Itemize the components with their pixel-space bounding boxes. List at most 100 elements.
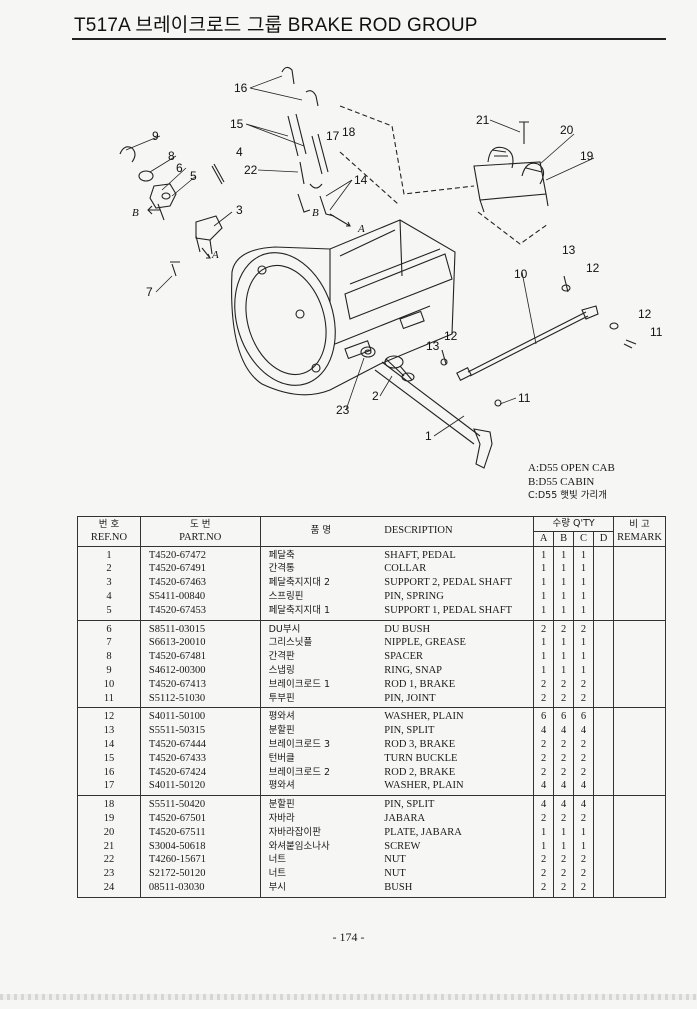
brake-rod-exploded-diagram: 1 2 3 4 5 6 7 8 9 10 11 11 12 12 12 13 1… <box>119 66 663 469</box>
cell-desc: WASHER, PLAIN <box>381 779 535 797</box>
cell-c: 1 <box>573 589 595 604</box>
cell-b: 1 <box>553 825 575 840</box>
cell-remark <box>613 589 666 604</box>
callout-17: 17 <box>326 129 340 143</box>
cell-remark <box>613 867 666 881</box>
cell-a: 4 <box>533 724 555 738</box>
cell-c: 2 <box>573 867 595 881</box>
cell-c: 2 <box>573 880 595 898</box>
cell-desc: COLLAR <box>381 562 535 577</box>
cell-remark <box>613 562 666 577</box>
cell-part: S5511-50315 <box>140 724 261 738</box>
cell-b: 1 <box>553 650 575 664</box>
cell-part: T4520-67491 <box>140 562 261 577</box>
th-part-kr: 도 번 <box>189 518 211 530</box>
th-desc: DESCRIPTION <box>381 516 535 547</box>
th-qty-c: C <box>573 530 595 547</box>
cell-remark <box>613 751 666 766</box>
cell-remark <box>613 839 666 854</box>
cell-name: 자바라 <box>268 812 295 824</box>
cell-part: S8511-03015 <box>140 620 261 637</box>
callout-11b: 11 <box>650 325 663 339</box>
cell-part: 08511-03030 <box>140 880 261 898</box>
cell-d <box>593 562 615 577</box>
cell-name: 스냅링 <box>268 664 295 676</box>
cell-a: 1 <box>533 825 555 840</box>
page-number: - 174 - <box>332 930 365 944</box>
title-rule <box>72 38 666 40</box>
header-row-1: 번 호 REF.NO 도 번 PART.NO 품 명 DESCRIPTION 수… <box>77 516 666 547</box>
callout-11a: 11 <box>518 391 531 405</box>
th-qty: 수량 Q'TY <box>533 516 615 532</box>
callout-23: 23 <box>336 403 350 417</box>
cell-part: T4520-67444 <box>140 737 261 752</box>
cell-ref: 10 <box>77 677 141 692</box>
cell-c: 2 <box>573 811 595 826</box>
cell-part: S4011-50120 <box>140 779 261 797</box>
cell-d <box>593 677 615 692</box>
th-remark-kr: 비 고 <box>629 518 650 530</box>
callout-7: 7 <box>146 285 153 299</box>
th-qty-a: A <box>533 530 555 547</box>
cell-d <box>593 853 615 868</box>
cell-ref: 21 <box>77 839 141 854</box>
cell-name: 분할핀 <box>268 725 295 737</box>
cell-a: 1 <box>533 839 555 854</box>
cell-c: 1 <box>573 650 595 664</box>
callout-21: 21 <box>476 113 490 127</box>
cell-part: S4011-50100 <box>140 707 261 725</box>
cell-c: 6 <box>573 707 595 725</box>
cell-remark <box>613 811 666 826</box>
cell-part: S5112-51030 <box>140 691 261 709</box>
cell-ref: 3 <box>77 576 141 590</box>
cell-d <box>593 839 615 854</box>
cell-desc: PIN, JOINT <box>381 691 535 709</box>
cell-c: 2 <box>573 737 595 752</box>
cell-name: 분할핀 <box>268 799 295 811</box>
cell-remark <box>613 707 666 725</box>
callout-4: 4 <box>236 145 243 159</box>
arrow-label-a1: A <box>211 249 219 261</box>
th-qty-b: B <box>553 530 575 547</box>
cell-desc: PIN, SPLIT <box>381 724 535 738</box>
cell-desc: NUT <box>381 867 535 881</box>
callout-9: 9 <box>152 129 159 143</box>
cell-remark <box>613 779 666 797</box>
th-qty-d: D <box>593 530 615 547</box>
cell-name: 그리스닛플 <box>268 637 313 649</box>
cell-name: 턴버클 <box>268 752 295 764</box>
cell-ref: 23 <box>77 867 141 881</box>
cell-desc: SUPPORT 2, PEDAL SHAFT <box>381 576 535 590</box>
cell-part: S6613-20010 <box>140 636 261 651</box>
cell-c: 1 <box>573 663 595 678</box>
cell-b: 6 <box>553 707 575 725</box>
header-row-2: A B C D <box>78 530 666 547</box>
cell-ref: 20 <box>77 825 141 840</box>
cell-remark <box>613 620 666 637</box>
cell-d <box>593 751 615 766</box>
legend-b: B:D55 CABIN <box>528 476 595 488</box>
cell-b: 2 <box>553 677 575 692</box>
cell-remark <box>613 795 666 812</box>
cell-ref: 4 <box>77 589 141 604</box>
cell-part: T4520-67413 <box>140 677 261 692</box>
cell-ref: 1 <box>77 546 141 563</box>
cell-part: S3004-50618 <box>140 839 261 854</box>
cell-name: 간격판 <box>268 651 295 663</box>
cell-name: 간격통 <box>268 563 295 575</box>
cell-b: 2 <box>553 811 575 826</box>
cell-a: 4 <box>533 795 555 812</box>
cell-desc: SHAFT, PEDAL <box>381 546 535 563</box>
cell-b: 1 <box>553 589 575 604</box>
cell-ref: 2 <box>77 562 141 577</box>
cell-a: 1 <box>533 603 555 621</box>
th-ref-kr: 번 호 <box>98 518 120 530</box>
cell-name: 너트 <box>268 854 287 866</box>
callout-12c: 12 <box>638 307 652 321</box>
cell-b: 2 <box>553 765 575 780</box>
cell-ref: 14 <box>77 737 141 752</box>
cell-d <box>593 650 615 664</box>
